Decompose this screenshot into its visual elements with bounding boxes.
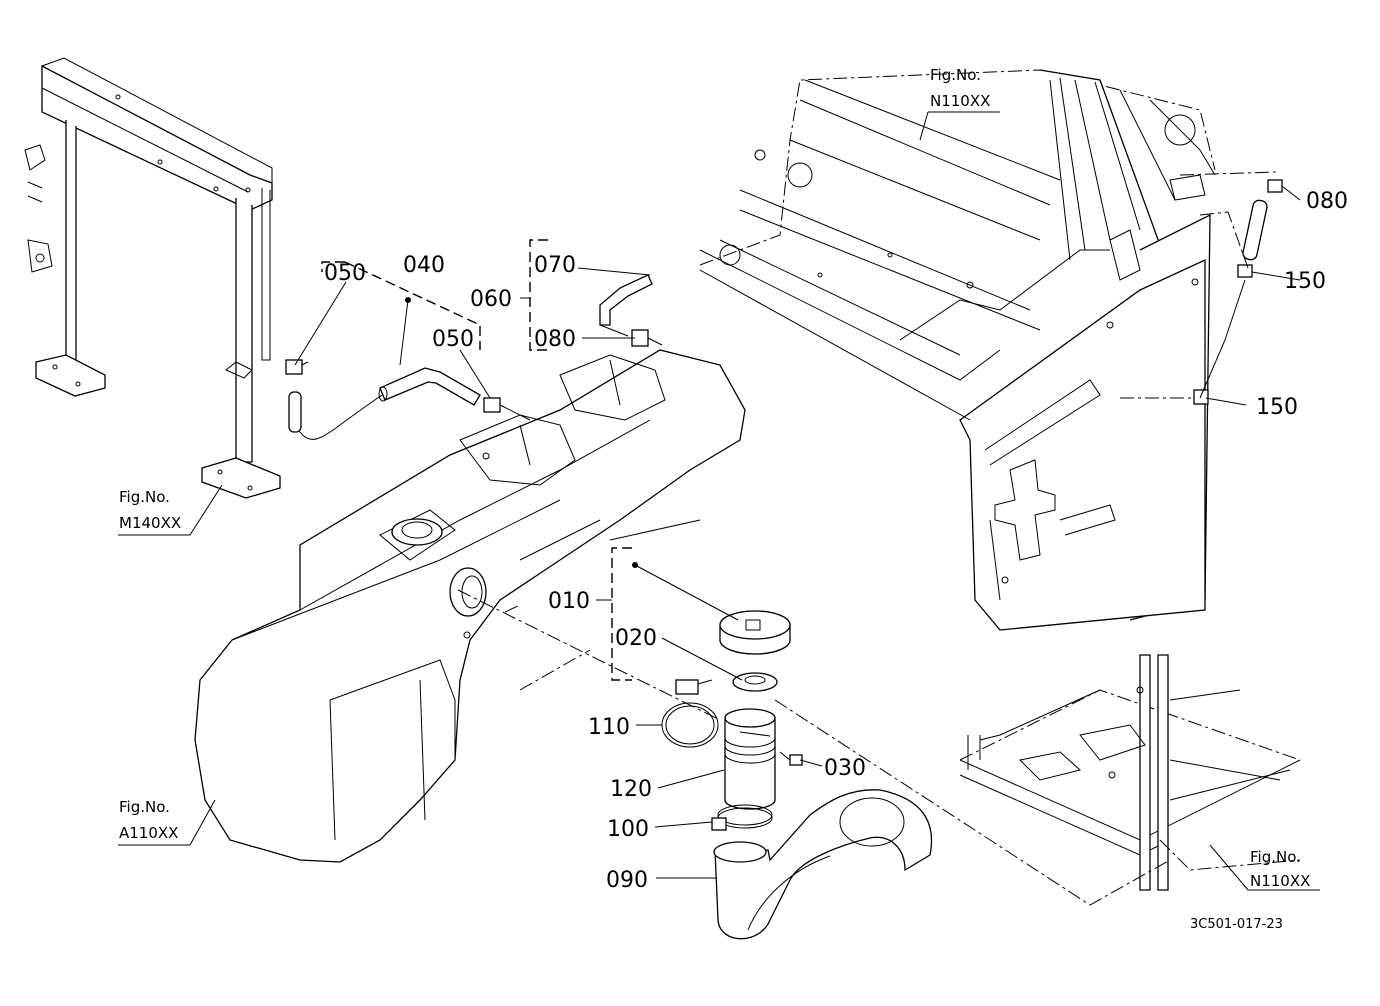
label-020: 020 bbox=[615, 626, 657, 651]
figref-label-tank: Fig.No. bbox=[119, 798, 170, 816]
label-100: 100 bbox=[607, 817, 649, 842]
label-070: 070 bbox=[534, 253, 576, 278]
figref-top-right: N110XX bbox=[930, 92, 990, 110]
leader-lines bbox=[118, 111, 1320, 906]
label-090: 090 bbox=[606, 868, 648, 893]
label-080-a: 080 bbox=[534, 327, 576, 352]
figref-left-frame: M140XX bbox=[119, 514, 181, 532]
fuel-tank bbox=[194, 349, 746, 863]
label-060: 060 bbox=[470, 287, 512, 312]
label-110: 110 bbox=[588, 715, 630, 740]
label-080-b: 080 bbox=[1306, 189, 1348, 214]
label-030: 030 bbox=[824, 756, 866, 781]
figure-references: Fig.No. N110XX Fig.No. M140XX Fig.No. A1… bbox=[119, 66, 1310, 890]
label-040: 040 bbox=[403, 253, 445, 278]
label-050-a: 050 bbox=[324, 261, 366, 286]
label-010: 010 bbox=[548, 589, 590, 614]
label-120: 120 bbox=[610, 777, 652, 802]
label-050-b: 050 bbox=[432, 327, 474, 352]
cab-frame bbox=[699, 69, 1216, 631]
breather-hoses bbox=[285, 179, 1283, 440]
figref-label-left-frame: Fig.No. bbox=[119, 488, 170, 506]
figref-label-bottom-right: Fig.No. bbox=[1250, 848, 1301, 866]
cab-floor bbox=[959, 654, 1301, 891]
figref-bottom-right: N110XX bbox=[1250, 872, 1310, 890]
stand-frame bbox=[24, 57, 281, 499]
figref-tank: A110XX bbox=[119, 824, 178, 842]
figref-label-top-right: Fig.No. bbox=[930, 66, 981, 84]
label-150-b: 150 bbox=[1256, 395, 1298, 420]
group-brackets bbox=[321, 239, 739, 681]
drawing-code: 3C501-017-23 bbox=[1190, 917, 1283, 932]
part-labels: 050 040 050 060 070 080 080 150 150 010 … bbox=[324, 189, 1348, 893]
label-150-a: 150 bbox=[1284, 269, 1326, 294]
filler-assembly bbox=[661, 610, 933, 940]
